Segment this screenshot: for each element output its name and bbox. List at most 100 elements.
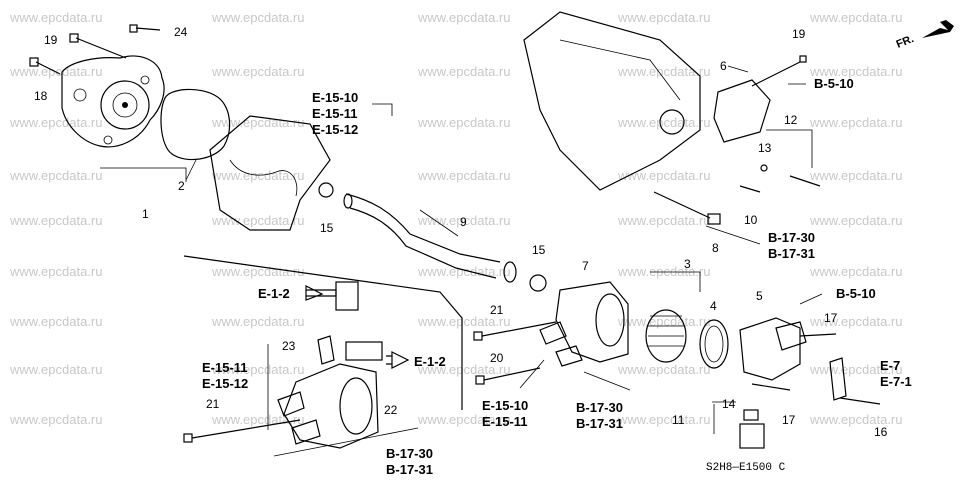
watermark: www.epcdata.ru [211, 264, 305, 279]
watermark: www.epcdata.ru [809, 264, 903, 279]
washer-14 [743, 409, 759, 421]
ref-label[interactable]: E-15-10 [482, 398, 528, 413]
bolt-17 [799, 333, 837, 337]
callout-24: 24 [174, 25, 188, 39]
callout-17: 17 [782, 413, 796, 427]
watermark: www.epcdata.ru [617, 115, 711, 130]
watermark: www.epcdata.ru [809, 412, 903, 427]
ref-label[interactable]: E-7 [880, 358, 900, 373]
callout-14: 14 [722, 397, 736, 411]
gasket-4 [699, 319, 729, 369]
bolt-18-head [29, 57, 39, 67]
housing-22-bore [339, 377, 373, 435]
sensor-12 [789, 175, 821, 187]
watermark: www.epcdata.ru [809, 10, 903, 25]
ref-label[interactable]: E-15-12 [202, 376, 248, 391]
ref-label[interactable]: B-17-31 [768, 246, 815, 261]
sensor-10 [739, 185, 761, 193]
ref-label[interactable]: B-5-10 [836, 286, 876, 301]
watermark: www.epcdata.ru [617, 10, 711, 25]
pump-mount-hole [103, 135, 113, 145]
watermark: www.epcdata.ru [617, 64, 711, 79]
callout-21: 21 [490, 303, 504, 317]
water-pipe-upper-edge [345, 193, 501, 263]
callout-23: 23 [282, 339, 296, 353]
reference-labels: E-15-10 E-15-11 E-15-12 B-5-10 B-17-30 B… [202, 76, 912, 477]
thermostat-housing-bore [595, 293, 625, 347]
watermark: www.epcdata.ru [809, 213, 903, 228]
watermark: www.epcdata.ru [9, 115, 103, 130]
bolt-19 [75, 37, 127, 59]
callout-18: 18 [34, 89, 48, 103]
callout-7: 7 [582, 259, 589, 273]
outlet-pipe [751, 61, 801, 87]
watermark: www.epcdata.ru [9, 168, 103, 183]
watermark: www.epcdata.ru [809, 168, 903, 183]
water-pump-body [61, 55, 165, 148]
ref-label[interactable]: B-17-30 [386, 446, 433, 461]
watermark: www.epcdata.ru [9, 412, 103, 427]
watermark: www.epcdata.ru [417, 362, 511, 377]
water-pump-impeller-housing [100, 80, 150, 130]
watermark: www.epcdata.ru [617, 264, 711, 279]
washer-13 [760, 164, 768, 172]
callout-12: 12 [784, 113, 798, 127]
ref-label[interactable]: E-7-1 [880, 374, 912, 389]
sensor-8-head [707, 213, 721, 225]
ref-label[interactable]: E-15-10 [312, 90, 358, 105]
watermark: www.epcdata.ru [9, 10, 103, 25]
leader-b17-bot [583, 371, 631, 391]
leader-b17 [705, 225, 761, 245]
watermark: www.epcdata.ru [617, 213, 711, 228]
gasket-4-inner [704, 325, 724, 363]
bolt-17-lower [751, 383, 791, 391]
engine-block-detail [229, 159, 298, 197]
leader-1 [100, 167, 187, 182]
housing-port [555, 345, 583, 367]
thermostat-cover-5 [739, 317, 801, 381]
watermark: www.epcdata.ru [211, 362, 305, 377]
thermostat-housing-7 [555, 281, 629, 363]
pump-gasket [160, 88, 231, 161]
o-ring-15-upper [318, 182, 334, 198]
engine-block-section [209, 115, 334, 231]
o-ring-15-lower [529, 274, 547, 292]
thermostat-cover-group [739, 317, 881, 449]
callout-19: 19 [44, 33, 58, 47]
watermark: www.epcdata.ru [417, 10, 511, 25]
ref-label[interactable]: B-17-30 [768, 230, 815, 245]
water-pipe-group [343, 193, 547, 292]
watermark: www.epcdata.ru [211, 115, 305, 130]
ref-label[interactable]: B-17-30 [576, 400, 623, 415]
ref-label[interactable]: B-17-31 [386, 462, 433, 477]
ref-label[interactable]: E-15-11 [202, 360, 248, 375]
callout-21: 21 [206, 397, 220, 411]
thermostat-coils [648, 315, 684, 347]
orientation-indicator: FR. [895, 20, 954, 51]
cylinder-head-detail [559, 39, 681, 101]
bolt-24 [135, 27, 161, 31]
watermark: www.epcdata.ru [211, 64, 305, 79]
ref-label[interactable]: B-17-31 [576, 416, 623, 431]
leader-6 [727, 65, 749, 73]
front-arrow-icon [922, 20, 954, 38]
ref-label[interactable]: B-5-10 [814, 76, 854, 91]
ref-label[interactable]: E-1-2 [258, 286, 290, 301]
ref-label[interactable]: E-15-11 [482, 414, 528, 429]
arrow-right-e1-2 [386, 351, 410, 369]
ref-label[interactable]: E-15-11 [312, 106, 358, 121]
callout-13: 13 [758, 141, 772, 155]
watermark: www.epcdata.ru [417, 412, 511, 427]
callout-6: 6 [720, 59, 727, 73]
ref-label[interactable]: E-1-2 [414, 354, 446, 369]
leader-e15-bot [519, 359, 545, 389]
leader-9 [419, 209, 459, 237]
watermark: www.epcdata.ru [9, 362, 103, 377]
bolt-21-lower [191, 419, 301, 439]
watermark: www.epcdata.ru [9, 314, 103, 329]
callout-4: 4 [710, 299, 717, 313]
leader-lines [100, 65, 823, 457]
leader-12 [766, 129, 813, 168]
ref-label[interactable]: E-15-12 [312, 122, 358, 137]
